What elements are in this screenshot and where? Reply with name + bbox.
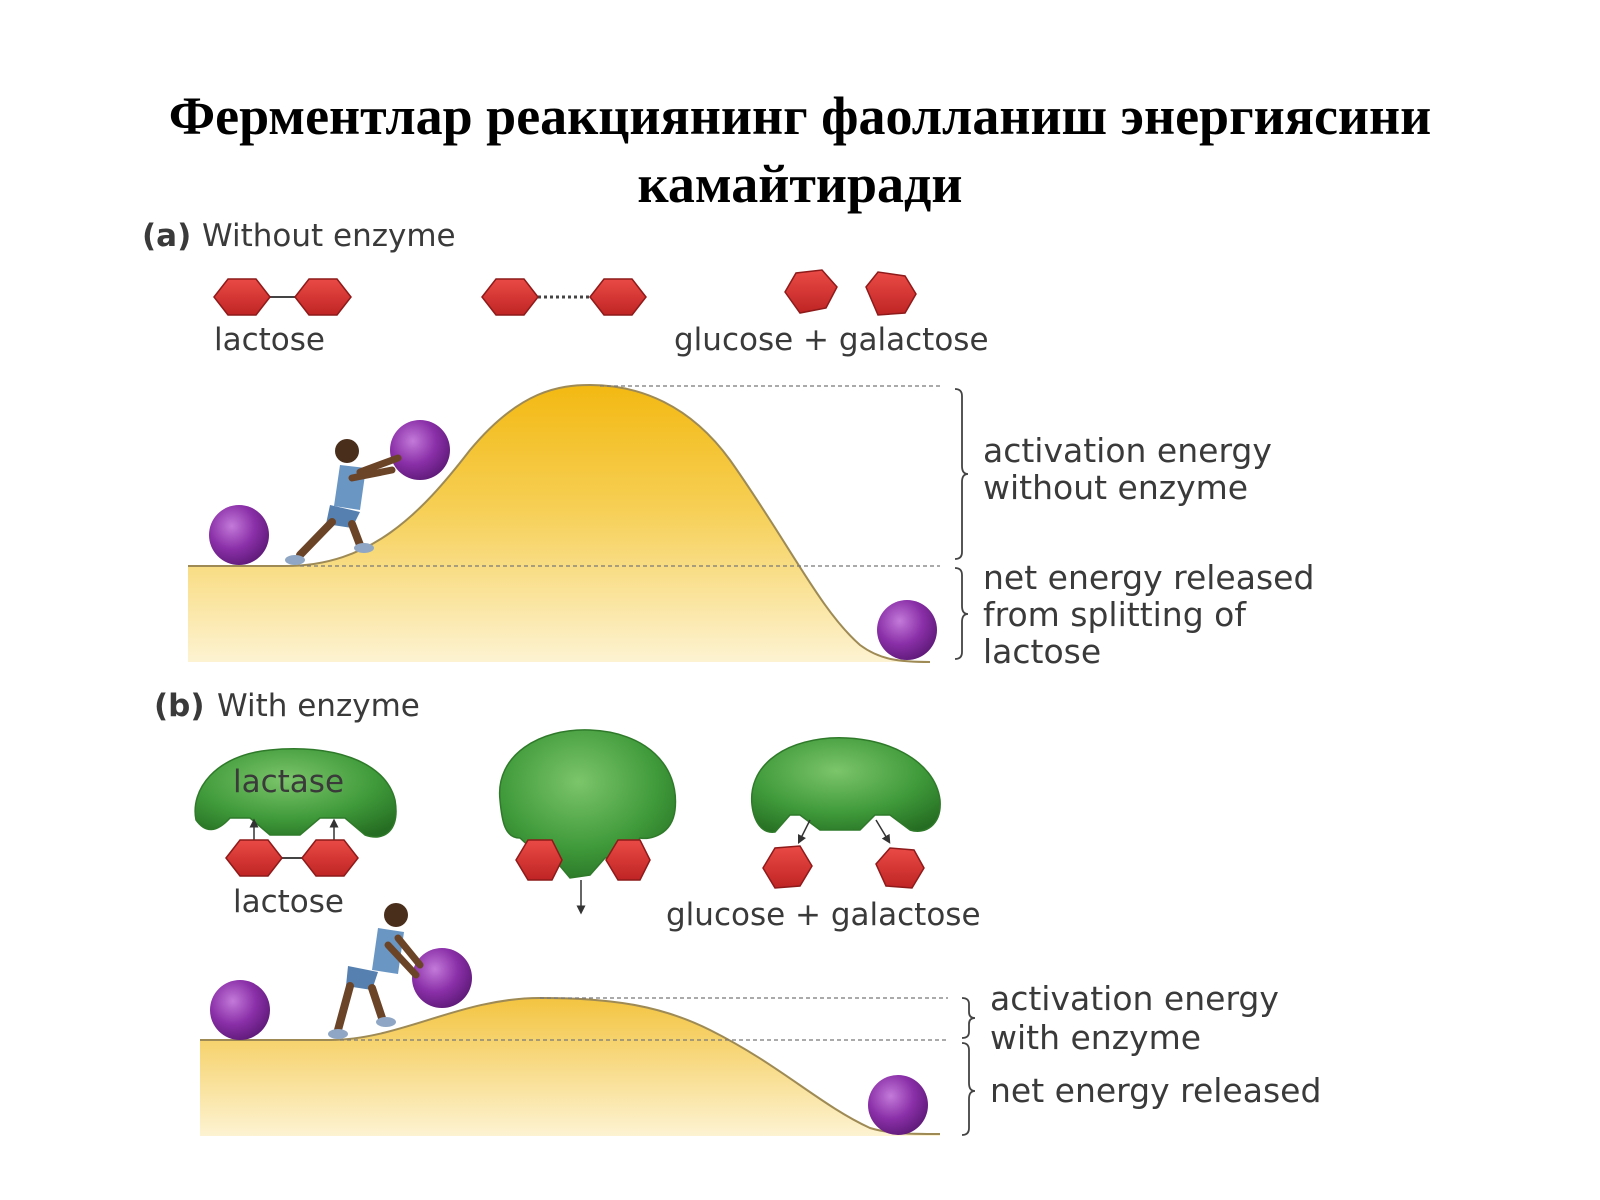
net-label-a: net energy released from splitting of la… [983,558,1325,671]
title-line-1: Ферментлар реакциянинг фаолланиш энергия… [168,86,1432,146]
page-title: Ферментлар реакциянинг фаолланиш энергия… [0,82,1600,218]
ball-start-b [210,980,270,1040]
panel-b: (b) With enzyme lactase lactose [154,688,1321,1136]
transition-molecule-a [481,278,647,316]
panel-a: (a) Without enzyme lactose glucose + gal… [142,218,1325,671]
energy-hill-b [200,998,940,1136]
ball-end-b [868,1075,928,1135]
lactose-label-a: lactose [214,322,325,358]
person-pushing-a [285,439,402,565]
enzyme-release-products [750,737,941,889]
ball-pushed-b [412,948,472,1008]
net-bracket-b [961,1042,976,1136]
enzyme-label: lactase [233,764,344,800]
panel-b-letter: (b) [154,688,205,724]
title-line-2: камайтиради [637,154,963,214]
products-molecules-a [784,269,917,316]
ball-pushed-a [390,420,450,480]
energy-hill-a [188,385,930,662]
net-bracket-a [954,567,969,660]
enzyme-bound-complex [498,729,677,915]
net-label-b: net energy released [990,1071,1321,1110]
lactose-molecule-b [225,839,359,877]
activation-label-a: activation energy without enzyme [983,431,1282,507]
lactose-label-b: lactose [233,884,344,920]
ball-end-a [877,600,937,660]
products-label-a: glucose + galactose [674,322,989,358]
panel-b-heading: With enzyme [217,688,420,724]
activation-label-b: activation energy with enzyme [990,979,1289,1057]
lactose-molecule-a [213,278,352,316]
person-pushing-b [328,903,424,1039]
panel-a-letter: (a) [142,218,191,254]
panel-a-heading: Without enzyme [202,218,456,254]
energy-curve-a [188,383,931,663]
activation-bracket-a [954,388,969,560]
ball-start-a [209,505,269,565]
energy-curve-b [200,996,941,1135]
activation-bracket-b [961,997,976,1039]
enzyme-lactase-1 [194,748,397,838]
products-label-b: glucose + galactose [666,897,981,933]
